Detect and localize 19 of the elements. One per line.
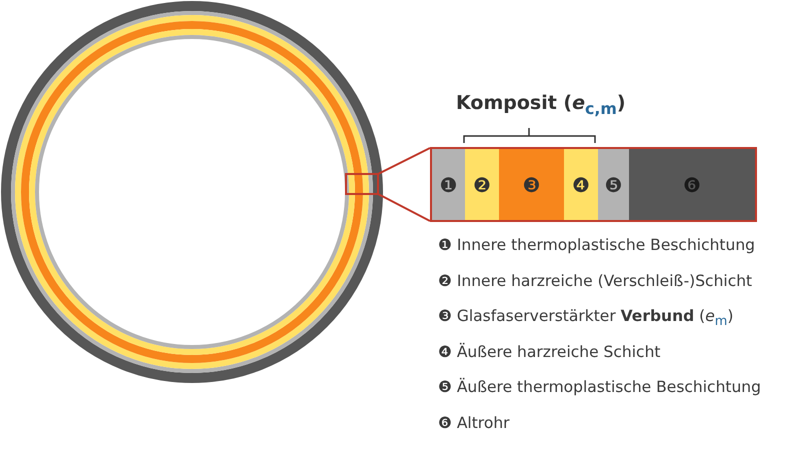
layer-band xyxy=(564,149,598,220)
callout-number: ❸ xyxy=(522,174,540,194)
legend-text: ❹ Äußere harzreiche Schicht xyxy=(438,342,660,360)
layer-band xyxy=(598,149,629,220)
layer-band xyxy=(432,149,465,220)
layer-band xyxy=(629,149,755,220)
callout-number: ❺ xyxy=(604,174,622,194)
group-heading: Komposit (e$_{c,m}$) xyxy=(456,92,626,118)
legend-text: ❸ Glasfaserverstärkter Verbund (e$_{m}$) xyxy=(438,307,734,330)
callout-number: ❻ xyxy=(683,174,701,194)
callout-number: ❹ xyxy=(572,174,590,194)
layer-band xyxy=(465,149,499,220)
callout-number: ❷ xyxy=(473,174,491,194)
legend-text: ❻ Altrohr xyxy=(438,414,510,432)
legend-text: ❷ Innere harzreiche (Verschleiß-)Schicht xyxy=(438,272,752,290)
callout-number: ❶ xyxy=(440,174,458,194)
legend-text: ❺ Äußere thermoplastische Beschichtung xyxy=(438,378,761,396)
layer-band xyxy=(499,149,564,220)
legend-text: ❶ Innere thermoplastische Beschichtung xyxy=(438,236,755,254)
